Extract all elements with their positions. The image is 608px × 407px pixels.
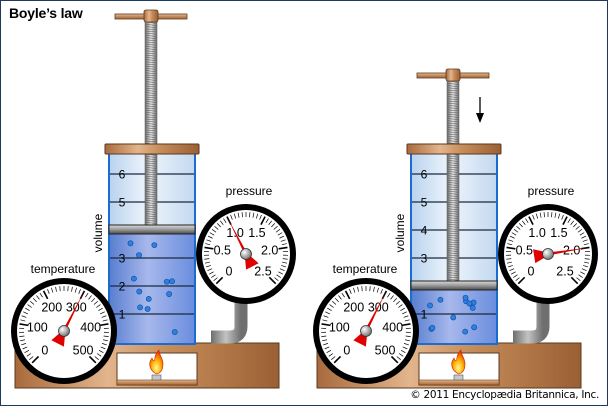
pressure-label: pressure — [528, 184, 575, 198]
gas-molecule — [451, 315, 456, 320]
gas-molecule — [170, 279, 175, 284]
gas-molecule — [164, 279, 169, 284]
volume-scale-label: 2 — [119, 280, 126, 294]
pressure-label: pressure — [226, 184, 273, 198]
gauge-scale-label: 0 — [528, 264, 535, 278]
volume-scale-label: 6 — [421, 168, 428, 182]
gauge-scale-label: 100 — [329, 320, 350, 334]
handle-hub — [446, 69, 460, 81]
handle-hub — [144, 10, 158, 22]
gauge-scale-label: 2.5 — [254, 264, 271, 278]
gauge-scale-label: 2.0 — [261, 244, 278, 258]
apparatus-before: 123456volumepressuretemperature00.51.01.… — [11, 10, 296, 388]
gas-molecule — [430, 325, 435, 330]
gas-molecule — [146, 296, 151, 301]
gauge-scale-label: 400 — [80, 320, 101, 334]
gauge-scale-label: 500 — [73, 344, 94, 358]
gauge-scale-label: 400 — [382, 320, 403, 334]
volume-label: volume — [393, 213, 407, 252]
gas-molecule — [463, 329, 468, 334]
gas-molecule — [128, 241, 133, 246]
copyright-credit: © 2011 Encyclopædia Britannica, Inc. — [410, 389, 599, 401]
gauge-scale-label: 0 — [343, 344, 350, 358]
volume-scale-label: 3 — [119, 252, 126, 266]
gas-molecule — [467, 301, 472, 306]
gas-molecule — [438, 297, 443, 302]
gas-molecule — [167, 291, 172, 296]
pressure-gauge: 00.51.01.52.02.5 — [196, 204, 296, 304]
volume-scale-label: 5 — [421, 196, 428, 210]
volume-scale-label: 5 — [119, 196, 126, 210]
gauge-scale-label: 500 — [375, 344, 396, 358]
burner-nozzle — [152, 375, 161, 380]
gauge-scale-label: 1.5 — [248, 226, 265, 240]
gauge-pivot — [543, 249, 554, 260]
gauge-scale-label: 0.5 — [516, 244, 533, 258]
gauge-scale-label: 200 — [343, 300, 364, 314]
gas-molecule — [470, 305, 475, 310]
down-arrow-icon — [476, 113, 484, 123]
temperature-gauge: 0100200300400500 — [313, 278, 419, 384]
gauge-scale-label: 0 — [226, 264, 233, 278]
apparatus-after: 123456volumepressuretemperature00.51.01.… — [313, 69, 598, 388]
temperature-label: temperature — [31, 262, 96, 276]
gauge-scale-label: 2.5 — [556, 264, 573, 278]
gas-molecule — [137, 305, 142, 310]
gauge-scale-label: 0.5 — [214, 244, 231, 258]
gas-molecule — [172, 329, 177, 334]
gas-molecule — [131, 276, 136, 281]
pressure-gauge: 00.51.01.52.02.5 — [498, 204, 598, 304]
cylinder-cap — [407, 144, 501, 154]
burner-shelf — [419, 380, 499, 385]
burner-shelf — [117, 380, 197, 385]
gas-molecule — [152, 242, 157, 247]
piston — [411, 281, 497, 290]
gauge-scale-label: 0 — [41, 344, 48, 358]
gauge-pivot — [59, 326, 70, 337]
gas-molecule — [136, 253, 141, 258]
gauge-pivot — [361, 326, 372, 337]
gas-molecule — [145, 306, 150, 311]
gauge-pivot — [241, 249, 252, 260]
burner-nozzle — [454, 375, 463, 380]
gauge-scale-label: 1.5 — [550, 226, 567, 240]
piston — [109, 225, 195, 234]
gas-molecule — [472, 325, 477, 330]
volume-scale-label: 4 — [421, 224, 428, 238]
gauge-scale-label: 100 — [27, 320, 48, 334]
volume-scale-label: 3 — [421, 252, 428, 266]
gas-molecule — [463, 295, 468, 300]
volume-scale-label: 1 — [421, 308, 428, 322]
temperature-gauge: 0100200300400500 — [11, 278, 117, 384]
temperature-label: temperature — [333, 262, 398, 276]
gas-molecule — [427, 303, 432, 308]
gauge-scale-label: 200 — [41, 300, 62, 314]
gas-molecule — [137, 289, 142, 294]
volume-scale-label: 6 — [119, 168, 126, 182]
gauge-scale-label: 1.0 — [528, 226, 545, 240]
volume-scale-label: 1 — [119, 308, 126, 322]
cylinder-cap — [105, 144, 199, 154]
volume-label: volume — [91, 213, 105, 252]
